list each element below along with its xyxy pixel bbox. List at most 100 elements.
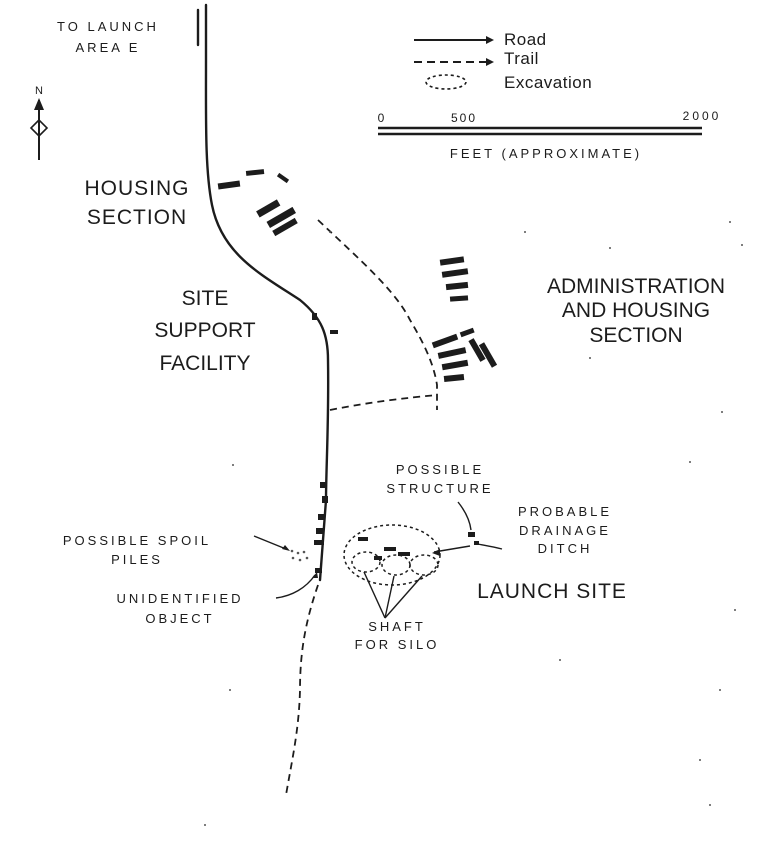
launch-structure — [398, 552, 410, 556]
admin-label-3: SECTION — [589, 324, 682, 347]
legend-excavation-swatch — [425, 74, 467, 90]
speck — [329, 231, 331, 233]
possible-structure-mark — [468, 532, 475, 537]
unidentified-label-2: OBJECT — [145, 611, 214, 626]
object — [314, 540, 324, 545]
speck — [709, 804, 711, 806]
unidentified-object-label: UNIDENTIFIED OBJECT — [117, 591, 241, 626]
spoil-label-1: POSSIBLE SPOIL — [63, 533, 211, 548]
launch-structure — [358, 537, 368, 541]
launch-site-label: LAUNCH SITE — [477, 580, 627, 603]
excavation-outline — [343, 524, 441, 586]
pointer-arrowhead — [282, 545, 290, 551]
structure-label-2: STRUCTURE — [386, 481, 493, 496]
launch-area-line-1: TO LAUNCH — [57, 19, 159, 34]
spoil-dot — [291, 556, 295, 560]
pointer-structure — [457, 501, 472, 531]
spoil-dot — [305, 556, 309, 560]
pointer-arrowhead — [312, 572, 318, 578]
north-label: N — [35, 85, 43, 97]
pointer-arrowhead — [432, 549, 440, 556]
admin-label-2: AND HOUSING — [562, 299, 710, 322]
speck — [699, 759, 701, 761]
silo-shaft-outline — [409, 554, 439, 576]
speck — [204, 824, 206, 826]
housing-section-label: HOUSING SECTION — [84, 177, 189, 229]
building — [312, 313, 317, 320]
object — [316, 528, 323, 534]
building — [441, 268, 469, 278]
launch-site-excavation — [343, 524, 479, 586]
building — [443, 373, 465, 383]
drainage-label-2: DRAINAGE — [519, 523, 611, 538]
trail-south — [285, 584, 319, 796]
pointer-shaft-1 — [363, 571, 386, 619]
shaft-label-1: SHAFT — [368, 619, 426, 634]
spoil-label-2: PILES — [111, 552, 163, 567]
admin-buildings — [431, 256, 498, 383]
legend-road-arrow — [486, 36, 494, 44]
spoil-dot — [296, 551, 300, 555]
speck — [609, 247, 611, 249]
support-buildings — [312, 313, 338, 334]
support-label-3: FACILITY — [159, 352, 250, 375]
building — [266, 206, 296, 228]
pointer-shaft-3 — [384, 575, 423, 619]
possible-structure-label: POSSIBLE STRUCTURE — [386, 462, 493, 496]
spoil-dot — [298, 558, 302, 562]
speck — [229, 689, 231, 691]
launch-structure — [384, 547, 396, 551]
building — [439, 256, 465, 266]
building — [245, 169, 265, 176]
structure-label-1: POSSIBLE — [396, 462, 484, 477]
admin-label-1: ADMINISTRATION — [547, 275, 725, 298]
speck — [719, 689, 721, 691]
legend-excavation-label: Excavation — [504, 73, 592, 92]
building — [478, 342, 498, 368]
building — [276, 172, 290, 184]
object — [322, 496, 328, 503]
pointer-spoil — [253, 535, 287, 550]
scale-tick-0: 0 — [378, 111, 385, 125]
trail-housing-connector — [317, 219, 438, 410]
building — [431, 333, 459, 349]
main-road — [204, 3, 330, 582]
building — [256, 199, 281, 218]
speck — [559, 659, 561, 661]
pointer-unidentified — [275, 574, 316, 599]
building — [459, 327, 475, 338]
scale-unit: FEET (APPROXIMATE) — [450, 146, 642, 161]
housing-buildings — [217, 169, 298, 237]
shaft-label: SHAFT FOR SILO — [355, 619, 440, 652]
building — [272, 217, 298, 237]
site-support-label: SITE SUPPORT FACILITY — [154, 287, 255, 375]
pointer-lines — [253, 501, 503, 619]
road-side-objects — [314, 482, 328, 573]
speck — [734, 609, 736, 611]
housing-label-1: HOUSING — [84, 177, 189, 200]
scale-tick-500: 500 — [451, 111, 477, 125]
housing-label-2: SECTION — [87, 206, 187, 229]
admin-housing-label: ADMINISTRATION AND HOUSING SECTION — [547, 275, 725, 347]
drainage-label-3: DITCH — [538, 541, 593, 556]
scale-tick-2000: 2000 — [683, 109, 722, 123]
spoil-piles-label: POSSIBLE SPOIL PILES — [63, 533, 211, 567]
shaft-label-2: FOR SILO — [355, 637, 440, 652]
speck — [721, 411, 723, 413]
building — [468, 338, 486, 362]
building — [449, 295, 469, 302]
spoil-dot — [290, 549, 294, 553]
support-label-1: SITE — [182, 287, 229, 310]
spoil-dot — [302, 550, 306, 554]
building — [437, 347, 467, 359]
north-arrow-diamond — [29, 118, 49, 138]
launch-area-line-2: AREA E — [76, 40, 141, 55]
building — [330, 330, 338, 334]
drainage-ditch-label: PROBABLE DRAINAGE DITCH — [518, 504, 611, 556]
object — [318, 514, 324, 520]
speck — [589, 357, 591, 359]
speck — [729, 221, 731, 223]
spoil-piles — [290, 549, 309, 562]
legend-trail-label: Trail — [504, 49, 539, 68]
